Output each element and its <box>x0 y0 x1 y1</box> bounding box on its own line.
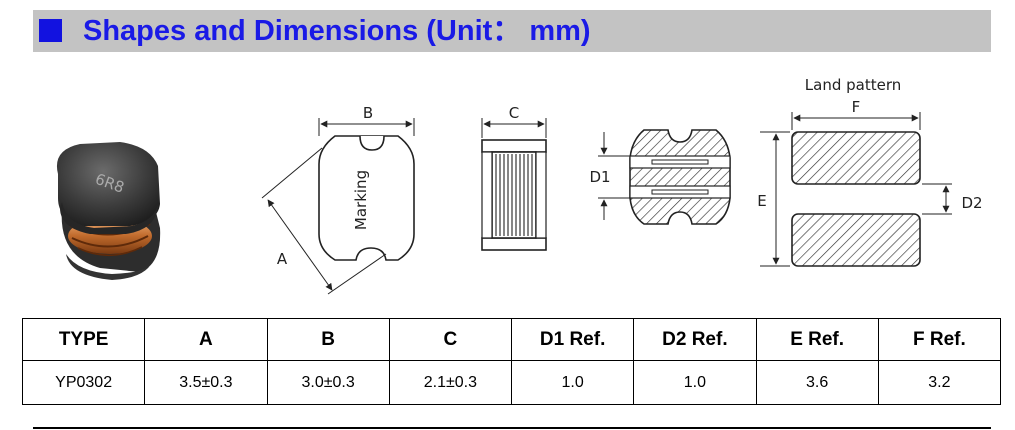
header-c: C <box>388 318 513 361</box>
side-view: C <box>481 104 547 251</box>
section-header: Shapes and Dimensions (Unit： mm) <box>33 10 991 52</box>
dim-b-label: B <box>363 104 373 122</box>
header-d2: D2 Ref. <box>633 318 757 361</box>
cell-b: 3.0±0.3 <box>266 360 390 405</box>
dim-d1-label: D1 <box>589 168 610 186</box>
dimension-diagram-svg: 6R8 Marking B A <box>56 76 983 295</box>
cell-d1: 1.0 <box>510 360 635 405</box>
land-pattern: Land pattern F E D2 <box>757 76 983 267</box>
cell-f: 3.2 <box>877 360 1002 405</box>
dim-f-label: F <box>852 98 861 116</box>
bottom-view: D1 <box>589 129 731 225</box>
cell-type: YP0302 <box>21 360 146 405</box>
cell-a: 3.5±0.3 <box>144 360 268 405</box>
header-a: A <box>144 318 268 361</box>
table-header-row: TYPE A B C D1 Ref. D2 Ref. E Ref. F Ref. <box>21 318 1002 361</box>
dimension-diagram: 6R8 Marking B A <box>0 58 1015 303</box>
dimensions-table: TYPE A B C D1 Ref. D2 Ref. E Ref. F Ref.… <box>21 318 1002 405</box>
top-view: Marking B A <box>261 104 415 295</box>
cell-e: 3.6 <box>755 360 879 405</box>
dim-c-label: C <box>509 104 519 122</box>
header-type: TYPE <box>21 318 146 361</box>
land-pattern-title: Land pattern <box>805 76 901 94</box>
header-f: F Ref. <box>877 318 1002 361</box>
marking-label: Marking <box>352 170 370 230</box>
bottom-divider <box>33 427 991 429</box>
dim-a-label: A <box>277 250 288 268</box>
header-d1: D1 Ref. <box>510 318 635 361</box>
cell-d2: 1.0 <box>633 360 757 405</box>
section-title: Shapes and Dimensions (Unit： mm) <box>83 15 591 47</box>
header-e: E Ref. <box>755 318 879 361</box>
table-row: YP0302 3.5±0.3 3.0±0.3 2.1±0.3 1.0 1.0 3… <box>21 360 1002 405</box>
dim-e-label: E <box>757 192 766 210</box>
inductor-photo: 6R8 <box>56 142 161 280</box>
dim-d2-label: D2 <box>961 194 982 212</box>
header-b: B <box>266 318 390 361</box>
cell-c: 2.1±0.3 <box>388 360 513 405</box>
header-square-icon <box>39 19 62 42</box>
